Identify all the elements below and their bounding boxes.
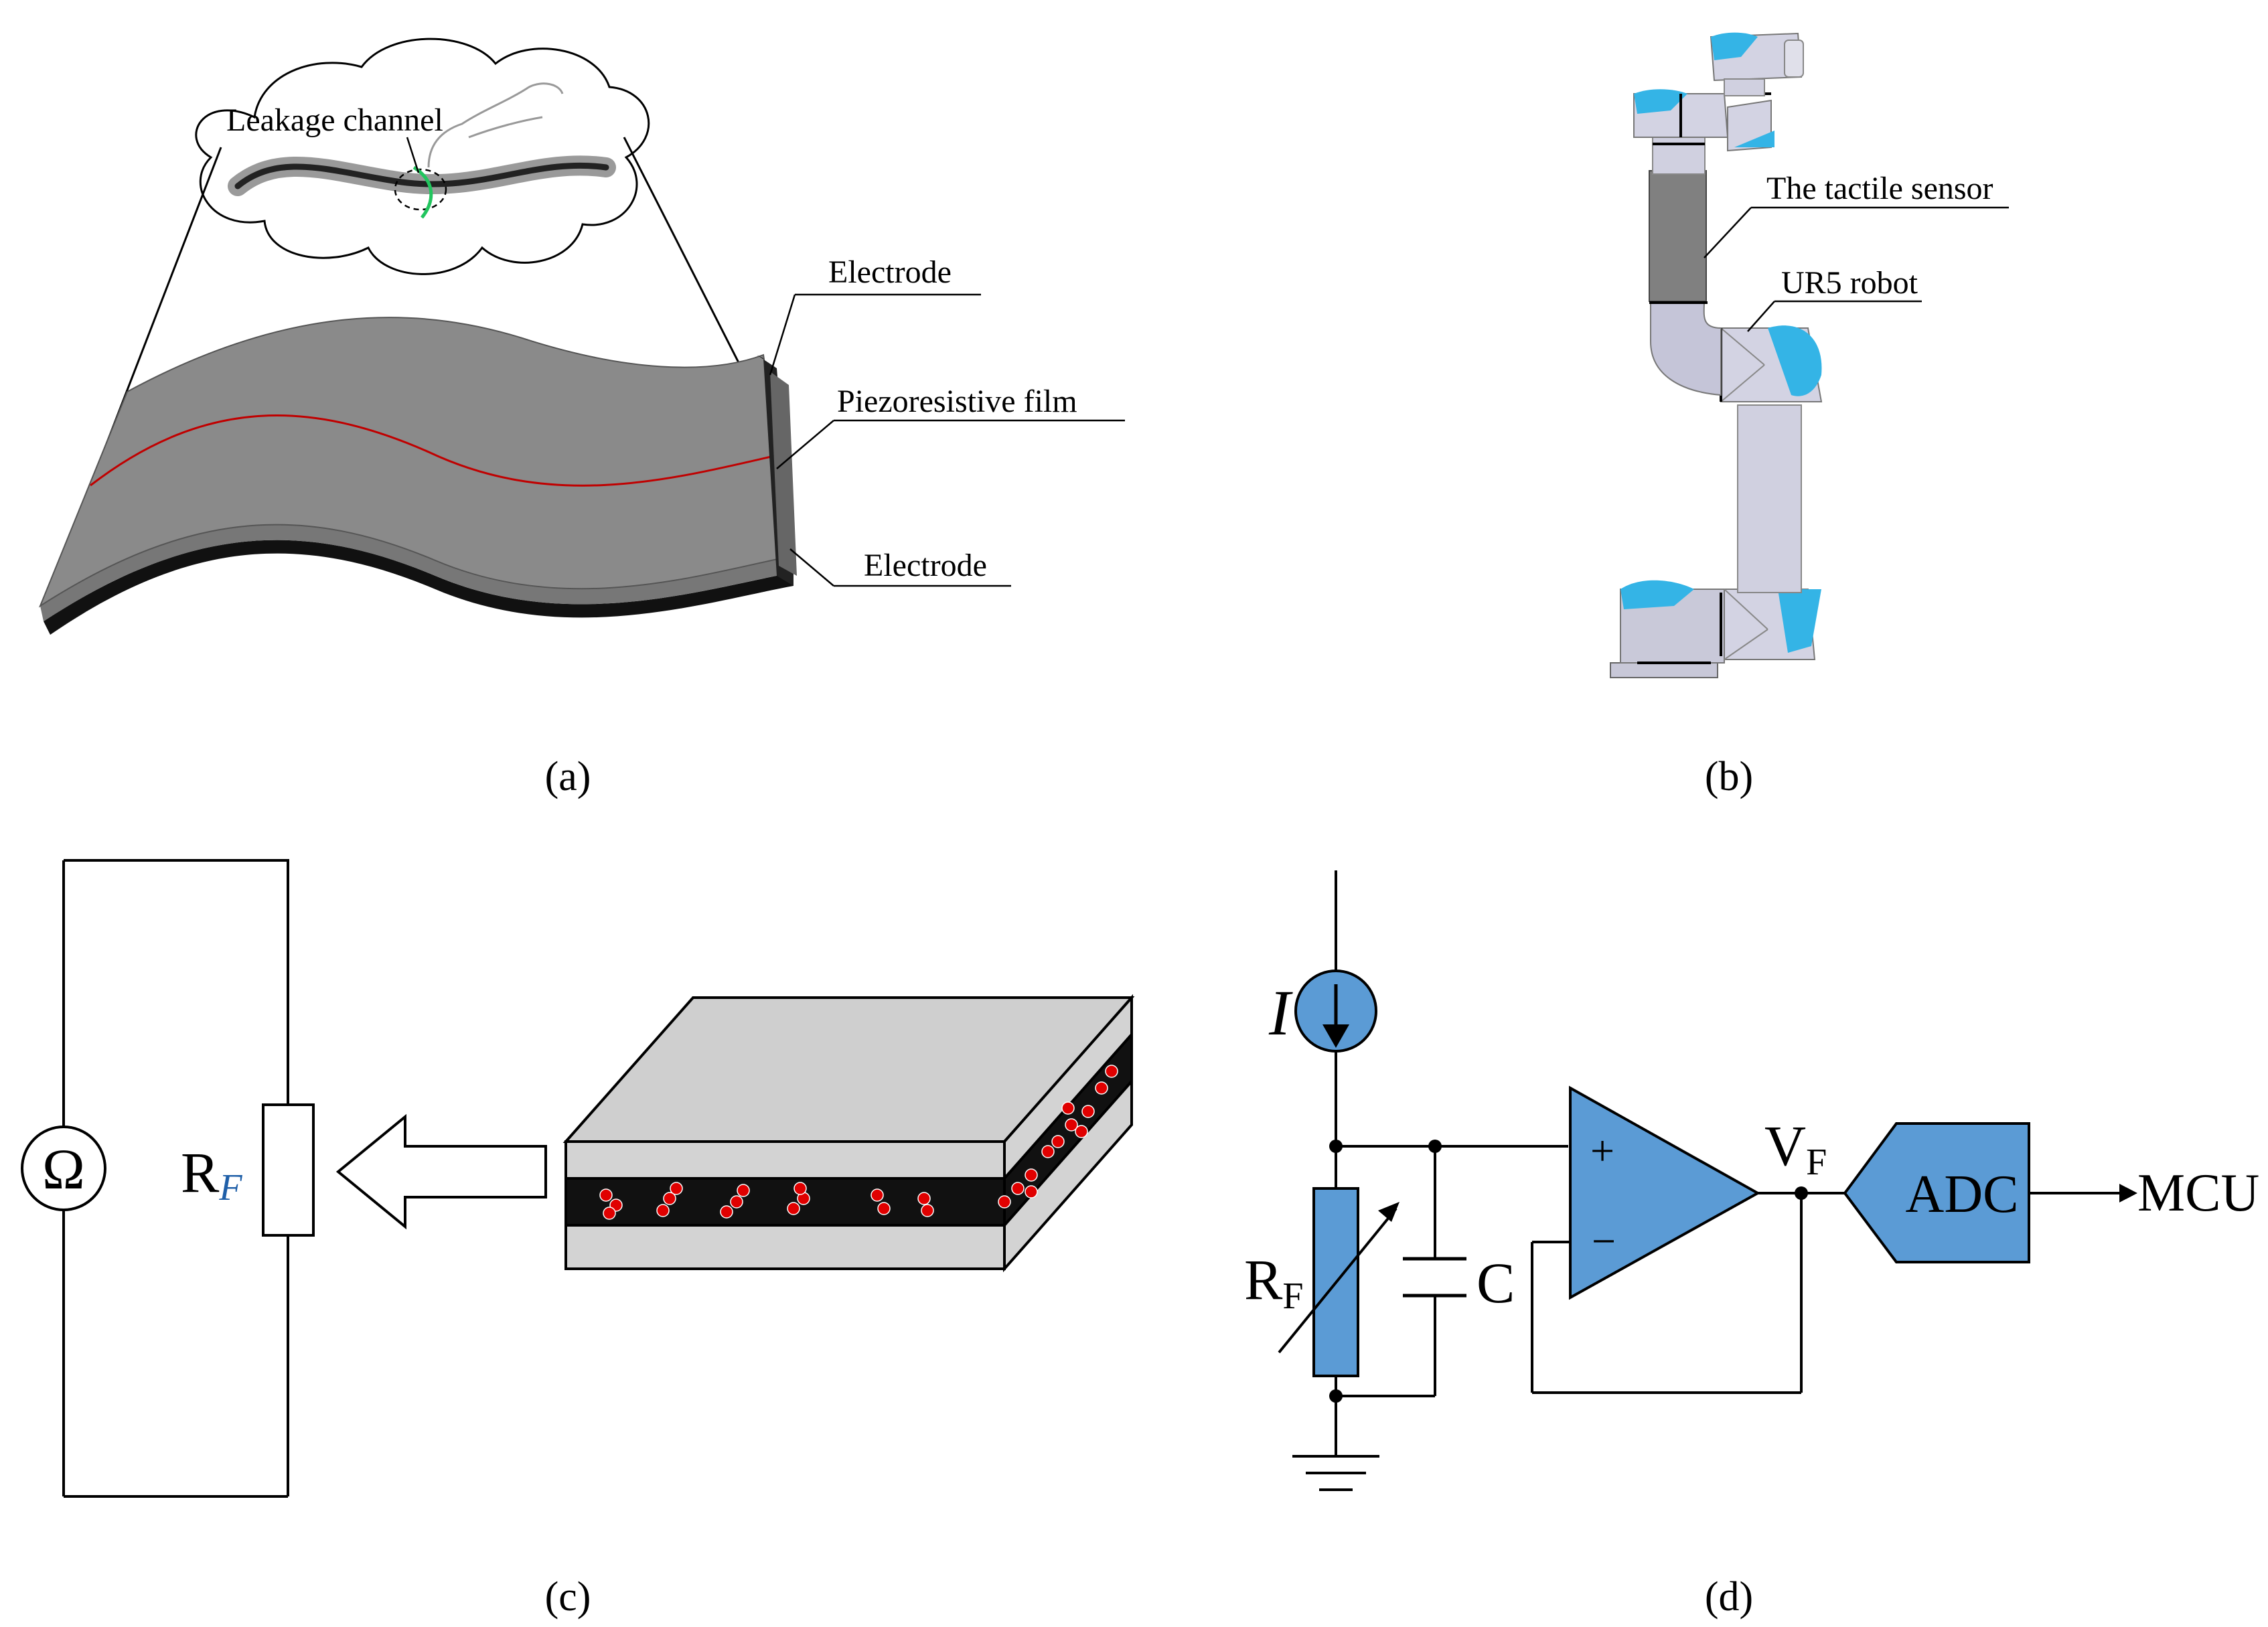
conductive-particles: [599, 1065, 1118, 1220]
ohm-symbol: Ω: [42, 1137, 85, 1201]
caption-d: (d): [1705, 1574, 1753, 1620]
mcu-arrow-icon: [2119, 1184, 2137, 1203]
op-amp-minus: −: [1592, 1217, 1616, 1265]
electrode-bottom-label: Electrode: [864, 548, 987, 583]
sensor-block: [562, 994, 1135, 1273]
tactile-sensor-label: The tactile sensor: [1766, 171, 1993, 206]
robot-elbow-bend: [1650, 301, 1722, 396]
zoom-cloud: [195, 37, 650, 275]
caption-a: (a): [545, 754, 591, 799]
robot-base-plate: [1610, 662, 1718, 678]
panel-c: Ω RF: [21, 859, 1135, 1620]
mcu-label: MCU: [2137, 1164, 2259, 1223]
rf-label-d: RF: [1244, 1247, 1304, 1317]
leakage-channel-label: Leakage channel: [226, 102, 443, 138]
piezoresistive-film-label: Piezoresistive film: [837, 384, 1077, 419]
electrode-top-label: Electrode: [828, 254, 952, 290]
ur5-robot-label: UR5 robot: [1781, 265, 1918, 301]
panel-d: I RF C + − VF AD: [1244, 870, 2259, 1620]
ohmmeter: [21, 1126, 106, 1211]
op-amp-plus: +: [1590, 1127, 1614, 1174]
panel-b: The tactile sensor UR5 robot (b): [1610, 32, 2009, 799]
equivalence-arrow: [335, 1113, 547, 1230]
leakage-channel-mark: [412, 165, 433, 219]
current-label: I: [1268, 977, 1293, 1049]
sheet-edge-bottom: [44, 540, 793, 635]
panel-a: Leakage channel Electrode Piezoresistive…: [38, 37, 1125, 799]
adc-label: ADC: [1906, 1165, 2019, 1224]
capacitor-label: C: [1477, 1251, 1515, 1315]
caption-c: (c): [545, 1574, 591, 1620]
output-voltage-label: VF: [1764, 1113, 1827, 1183]
loop-wire: [64, 859, 289, 1105]
rf-label-c: RF: [181, 1140, 242, 1209]
leakage-highlight: [394, 168, 447, 211]
current-arrow-icon: [1322, 1024, 1349, 1048]
tactile-sensor-sleeve: [1649, 170, 1707, 302]
caption-b: (b): [1705, 754, 1753, 799]
resistor-rf-c: [262, 1103, 315, 1237]
robot-lower-arm: [1737, 404, 1802, 593]
finger-icon: [427, 82, 564, 168]
op-amp: [1569, 1085, 1761, 1300]
sensing-wire: [90, 414, 777, 487]
